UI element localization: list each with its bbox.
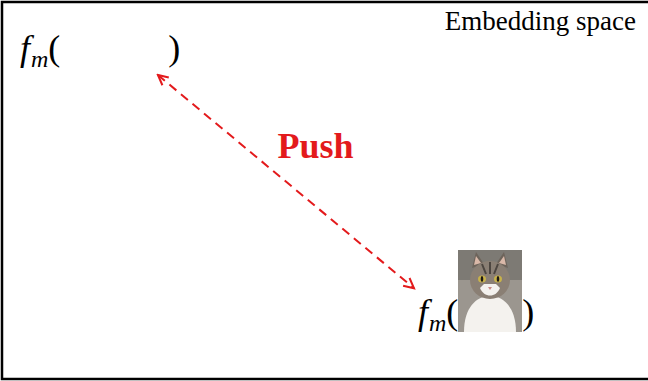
function-symbol: f	[418, 292, 428, 332]
function-node: fm()	[20, 30, 180, 71]
parenthesis: (	[48, 28, 60, 68]
space-label: Embedding space	[445, 8, 636, 35]
function-node: fm()	[418, 250, 534, 335]
cat-photo	[458, 250, 522, 332]
function-symbol: f	[20, 28, 30, 68]
subscript-index: m	[429, 310, 446, 336]
subscript-index: m	[31, 46, 48, 72]
argument-slot	[458, 250, 522, 332]
parenthesis: (	[446, 292, 458, 332]
push-arrow	[158, 75, 414, 288]
parenthesis: )	[522, 292, 534, 332]
parenthesis: )	[168, 28, 180, 68]
edge-label: Push	[274, 128, 356, 164]
